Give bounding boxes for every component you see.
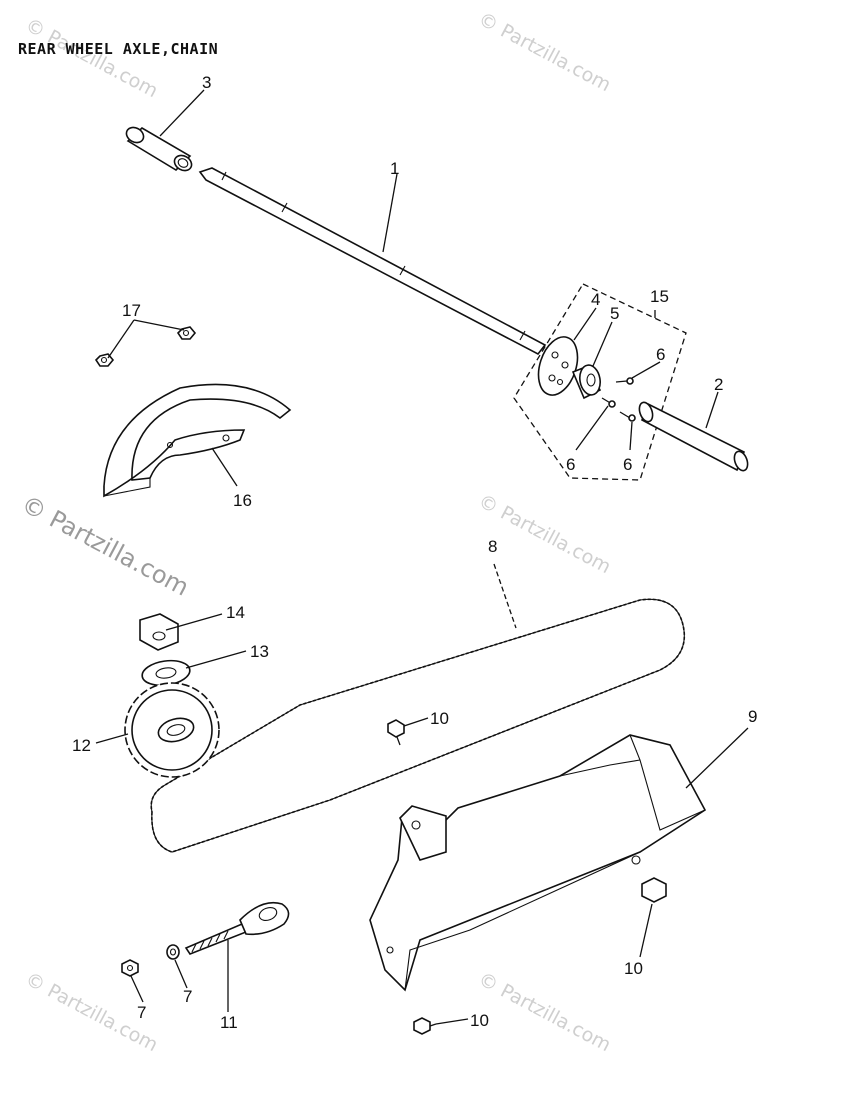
part-nuts-7: [121, 944, 180, 977]
part-sprocket-4: [537, 336, 579, 396]
callout-11: 11: [220, 1013, 238, 1032]
diagram-title: REAR WHEEL AXLE,CHAIN: [18, 40, 219, 58]
part-chain: [150, 598, 685, 853]
part-chain-guard: [369, 734, 707, 992]
callout-6: 6: [656, 345, 665, 364]
callout-17: 17: [122, 301, 141, 320]
callout-12: 12: [72, 736, 91, 755]
part-bolt-10-bottom: [413, 1017, 437, 1035]
part-collar-2: [638, 401, 749, 472]
callout-4: 4: [591, 290, 600, 309]
callout-6: 6: [566, 455, 575, 474]
part-nuts-17: [94, 326, 197, 367]
part-nut-14: [139, 613, 179, 651]
callout-10: 10: [470, 1011, 489, 1030]
callout-13: 13: [250, 642, 269, 661]
callout-1: 1: [390, 159, 399, 178]
part-bolts-6: [601, 377, 636, 422]
part-assembly-15: [513, 283, 687, 481]
part-chain-adjuster: [184, 901, 290, 955]
part-sprocket-12: [124, 682, 220, 778]
part-axle: [198, 167, 547, 356]
callout-9: 9: [748, 707, 757, 726]
callout-10: 10: [430, 709, 449, 728]
part-collar-3: [125, 126, 193, 172]
callout-5: 5: [610, 304, 619, 323]
callout-10: 10: [624, 959, 643, 978]
part-bolt-10-center: [387, 719, 405, 746]
part-bolt-10-right: [641, 877, 667, 903]
callout-14: 14: [226, 603, 245, 622]
callout-15: 15: [650, 287, 669, 306]
callout-7: 7: [137, 1003, 146, 1022]
callout-16: 16: [233, 491, 252, 510]
leader-lines: [95, 89, 749, 1025]
callout-8: 8: [488, 537, 497, 556]
callouts: 3 1 15 4 5 6 6 6 2 17 16 8 14 13 10 9 12…: [72, 73, 757, 1032]
callout-3: 3: [202, 73, 211, 92]
part-hub-5: [571, 364, 602, 400]
part-sprocket-cover: [103, 383, 292, 498]
callout-6: 6: [623, 455, 632, 474]
callout-7: 7: [183, 987, 192, 1006]
callout-2: 2: [714, 375, 723, 394]
